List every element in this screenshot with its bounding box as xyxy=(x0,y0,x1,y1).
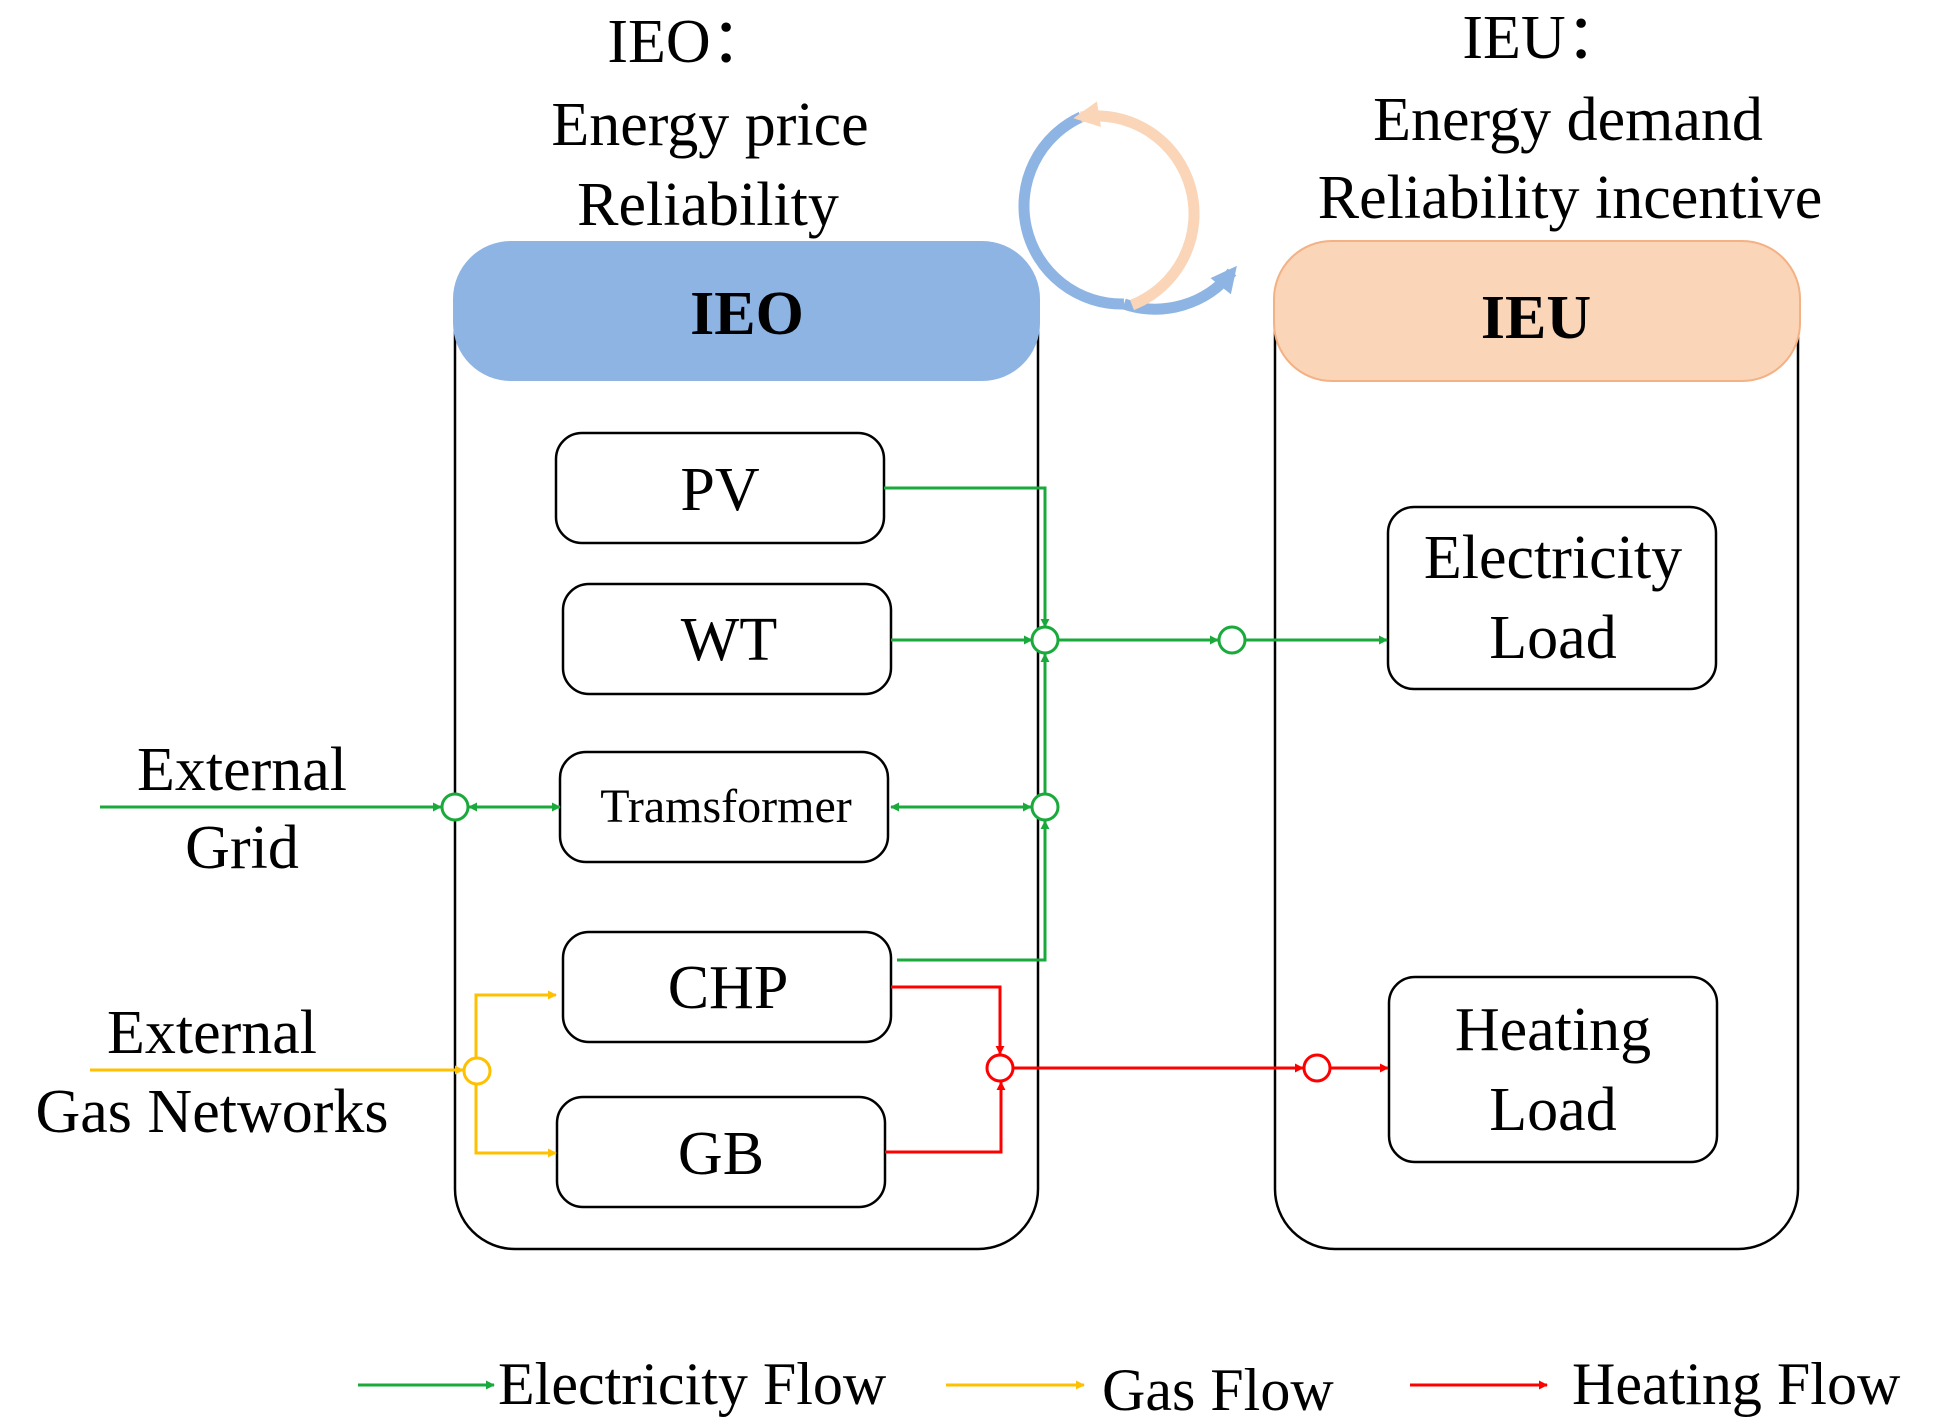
electric-bus-node xyxy=(1030,625,1060,655)
cycle-arc-blue xyxy=(1018,112,1125,310)
interaction-cycle xyxy=(1018,101,1237,315)
heating-flows xyxy=(885,985,1389,1154)
wt-label: WT xyxy=(681,606,777,674)
heating-nodes xyxy=(985,1053,1332,1083)
legend-electricity-label: Electricity Flow xyxy=(498,1351,887,1417)
gas-to-chp-line xyxy=(474,990,557,1059)
gb-label: GB xyxy=(678,1120,764,1188)
ieo-annotation-line1: IEO： xyxy=(607,8,772,76)
ieo-panel-title: IEO xyxy=(690,280,804,348)
external-gas-line1: External xyxy=(107,999,317,1067)
electricity-load-box xyxy=(1386,505,1718,691)
ieo-annotation-line2: Energy price xyxy=(551,91,868,159)
external-grid: External Grid xyxy=(137,736,347,882)
wt-unit: WT xyxy=(561,582,893,696)
heat-ieu-node xyxy=(1302,1053,1332,1083)
ieu-annotation-line2: Energy demand xyxy=(1373,86,1763,154)
chp-to-heat-node-line xyxy=(891,985,1005,1055)
pv-label: PV xyxy=(680,456,759,524)
gas-flows xyxy=(90,990,557,1158)
legend: Electricity Flow Gas Flow Heating Flow xyxy=(358,1351,1901,1419)
electric-ieu-node xyxy=(1217,625,1247,655)
heating-load-unit: Heating Load xyxy=(1387,975,1719,1164)
ieu-annotation-line3: Reliability incentive xyxy=(1318,164,1822,232)
electricity-flows xyxy=(100,486,1388,962)
gb-unit: GB xyxy=(555,1095,887,1209)
transformer-label: Tramsformer xyxy=(600,780,852,833)
electricity-nodes xyxy=(440,625,1247,822)
cycle-arrow-orange xyxy=(1073,101,1200,311)
ieu-panel: IEU xyxy=(1273,240,1801,1251)
ieu-panel-header xyxy=(1273,240,1801,382)
heating-load-line2: Load xyxy=(1489,1076,1616,1144)
gb-to-heat-node-line xyxy=(885,1081,1006,1154)
chp-to-bus-line xyxy=(897,820,1050,962)
legend-heating-label: Heating Flow xyxy=(1572,1351,1901,1417)
ieo-panel-header xyxy=(453,241,1040,381)
chp-label: CHP xyxy=(668,954,789,1022)
gas-node xyxy=(462,1056,492,1086)
pv-unit: PV xyxy=(554,431,886,545)
chp-unit: CHP xyxy=(561,930,893,1044)
ieo-annotation: IEO： Energy price Reliability xyxy=(551,8,868,239)
external-grid-line2: Grid xyxy=(185,814,299,882)
ieo-annotation-line3: Reliability xyxy=(577,171,839,239)
ieu-panel-title: IEU xyxy=(1481,284,1591,352)
pv-to-bus-line xyxy=(884,486,1050,628)
electricity-load-line2: Load xyxy=(1489,604,1616,672)
electricity-load-unit: Electricity Load xyxy=(1386,505,1718,691)
ieu-annotation-line1: IEU： xyxy=(1462,4,1627,72)
external-gas-line2: Gas Networks xyxy=(36,1078,389,1146)
ieu-annotation: IEU： Energy demand Reliability incentive xyxy=(1318,4,1822,232)
electricity-load-line1: Electricity xyxy=(1424,524,1682,592)
heat-bus-node xyxy=(985,1053,1015,1083)
gas-to-gb-line xyxy=(474,1083,557,1158)
external-grid-line1: External xyxy=(137,736,347,804)
heating-load-box xyxy=(1387,975,1719,1164)
heating-load-line1: Heating xyxy=(1455,996,1651,1064)
external-gas: External Gas Networks xyxy=(36,999,389,1146)
ieo-panel: IEO xyxy=(453,241,1040,1251)
grid-node xyxy=(440,792,470,822)
transformer-unit: Tramsformer xyxy=(558,750,890,864)
legend-gas-label: Gas Flow xyxy=(1102,1357,1334,1419)
transformer-bus-node xyxy=(1030,792,1060,822)
